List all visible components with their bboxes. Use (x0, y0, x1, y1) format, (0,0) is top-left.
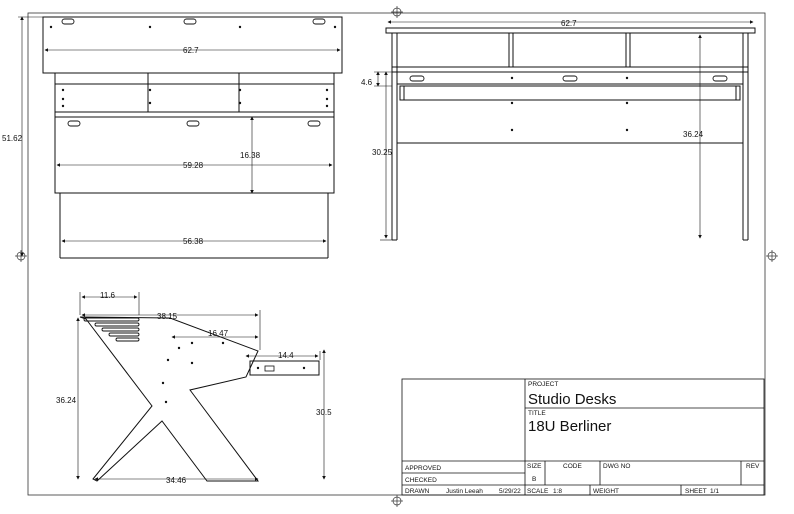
project-label: PROJECT (528, 381, 558, 388)
side-drawer-rail (399, 85, 741, 101)
front-view (42, 16, 343, 259)
title-label: TITLE (528, 410, 546, 417)
side-dimensions (374, 20, 754, 241)
side-leg-dim: 30.25 (372, 148, 393, 157)
front-base-width-dim: 56.38 (183, 237, 204, 246)
front-dimensions (18, 16, 341, 257)
profile-holes (161, 341, 306, 404)
weight-label: WEIGHT (593, 488, 619, 495)
top-shelf-panel (42, 16, 343, 74)
sheet-value: 1/1 (710, 488, 719, 495)
scale-label: SCALE (527, 488, 549, 495)
front-holes (49, 25, 337, 108)
approved-label: APPROVED (405, 465, 441, 472)
rev-label: REV (746, 463, 760, 470)
front-height-dim: 51.62 (2, 134, 23, 143)
title-block (401, 378, 765, 496)
front-body (54, 72, 335, 194)
front-panel-height-dim: 16.38 (240, 151, 261, 160)
front-width-dim: 62.7 (183, 46, 199, 55)
profile-base-dim: 34.46 (166, 476, 187, 485)
front-inner-width-dim: 59.28 (183, 161, 204, 170)
title-value: 18U Berliner (528, 418, 611, 435)
side-slots (409, 75, 728, 82)
size-label: SIZE (527, 463, 542, 470)
size-value: B (532, 476, 536, 483)
front-slots (61, 18, 326, 127)
profile-shelf-dim: 14.4 (278, 351, 294, 360)
profile-dimensions (76, 292, 326, 481)
side-total-height-dim: 36.24 (683, 130, 704, 139)
drawn-by: Justin Leeah (446, 488, 483, 495)
profile-view (79, 316, 320, 482)
side-view (385, 27, 756, 241)
profile-mid-length-dim: 16.47 (208, 329, 229, 338)
sheet-border (27, 12, 766, 496)
rack-rails (83, 317, 140, 342)
side-panel-outline (79, 316, 259, 482)
sheet-markers (15, 6, 778, 507)
scale-value: 1:8 (553, 488, 562, 495)
profile-height-left-dim: 36.24 (56, 396, 77, 405)
keyboard-shelf (249, 360, 320, 376)
side-width-dim: 62.7 (561, 19, 577, 28)
side-top (385, 27, 756, 34)
drawn-date: 5/29/22 (499, 488, 521, 495)
profile-top-depth-dim: 11.6 (100, 291, 116, 300)
dwg-no-label: DWG NO (603, 463, 630, 470)
code-label: CODE (563, 463, 582, 470)
side-drawer-dim: 4.6 (361, 78, 373, 87)
profile-height-right-dim: 30.5 (316, 408, 332, 417)
sheet-label: SHEET (685, 488, 707, 495)
profile-upper-length-dim: 38.15 (157, 312, 178, 321)
side-holes (510, 76, 629, 132)
project-value: Studio Desks (528, 391, 616, 408)
drawn-label: DRAWN (405, 488, 430, 495)
checked-label: CHECKED (405, 477, 437, 484)
